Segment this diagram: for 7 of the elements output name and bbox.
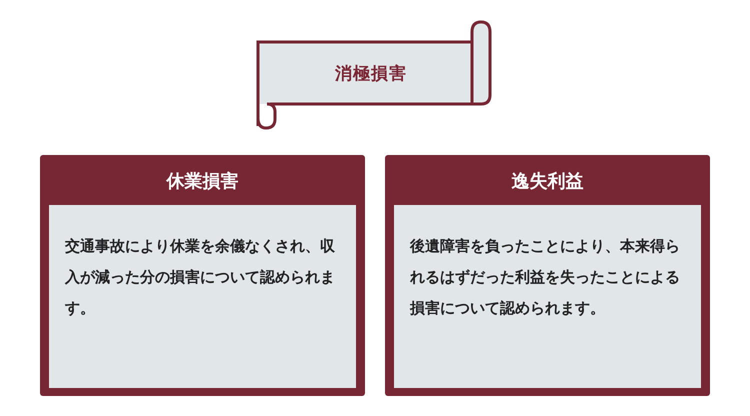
card-title: 休業損害 [165, 170, 240, 193]
card-panel [40, 155, 365, 396]
card-title: 逸失利益 [510, 170, 584, 193]
card-body-text: 後遺障害を負ったことにより、本来得られるはずだった利益を失ったことによる損害について認められます。 [394, 205, 701, 388]
card-body-text: 交通事故により休業を余儀なくされ、収入が減った分の損害について認められます。 [49, 205, 356, 388]
banner-title: 消極損害 [334, 62, 408, 86]
card-panel [385, 155, 710, 396]
